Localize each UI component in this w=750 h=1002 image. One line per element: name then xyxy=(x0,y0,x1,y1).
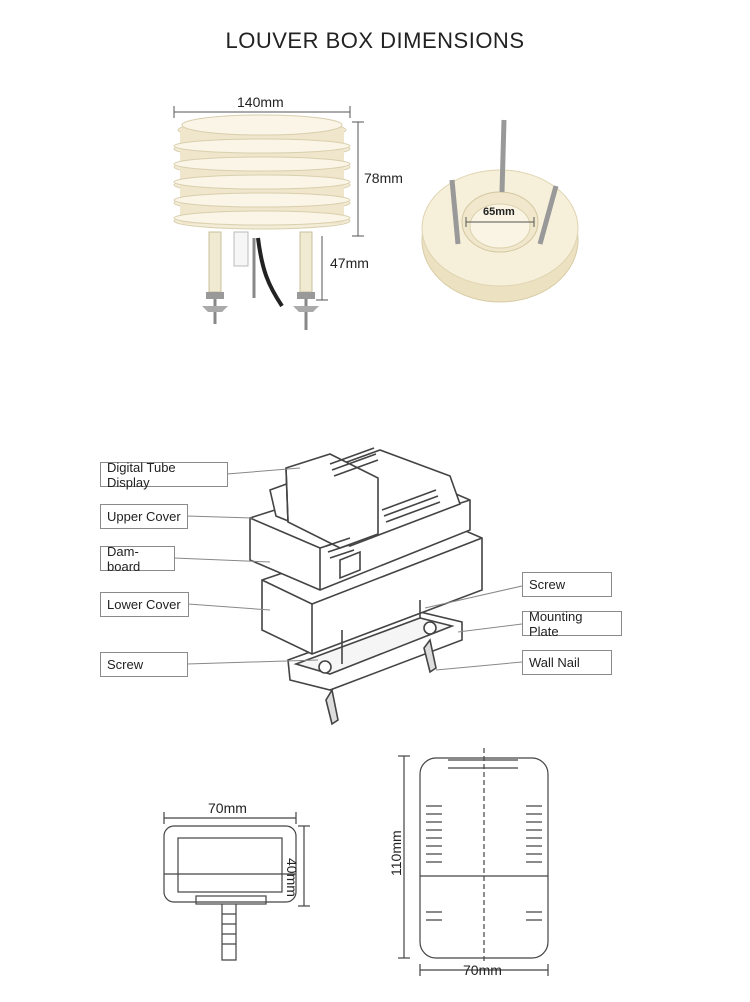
label-screw-left: Screw xyxy=(100,652,188,677)
side-view-body xyxy=(163,825,297,903)
label-lower-cover: Lower Cover xyxy=(100,592,189,617)
wall-nail-shape-2 xyxy=(423,638,437,674)
louver-legs xyxy=(202,231,319,330)
inner-diameter-label: 65mm xyxy=(483,206,515,218)
wall-nail-shape-1 xyxy=(325,687,339,726)
page-title: LOUVER BOX DIMENSIONS xyxy=(225,28,525,53)
label-mounting-plate: Mounting Plate xyxy=(522,609,622,639)
front-height-label: 110mm xyxy=(388,830,404,876)
side-height-label: 40mm xyxy=(284,858,300,897)
louver-shield xyxy=(173,114,351,230)
louver-illustration xyxy=(173,106,579,330)
height-label: 78mm xyxy=(364,170,403,186)
label-upper-cover: Upper Cover xyxy=(100,504,188,529)
side-view-nail xyxy=(221,904,237,961)
side-width-label: 70mm xyxy=(208,800,247,816)
label-wall-nail: Wall Nail xyxy=(522,650,612,675)
leg-label: 47mm xyxy=(330,255,369,271)
label-screw-right: Screw xyxy=(522,572,612,597)
exploded-view-illustration xyxy=(173,447,523,726)
width-label: 140mm xyxy=(237,94,284,110)
front-width-label: 70mm xyxy=(463,962,502,978)
louver-top-view xyxy=(421,119,579,303)
label-dam-board: Dam-board xyxy=(100,544,175,574)
label-digital-tube-display: Digital Tube Display xyxy=(100,460,228,490)
